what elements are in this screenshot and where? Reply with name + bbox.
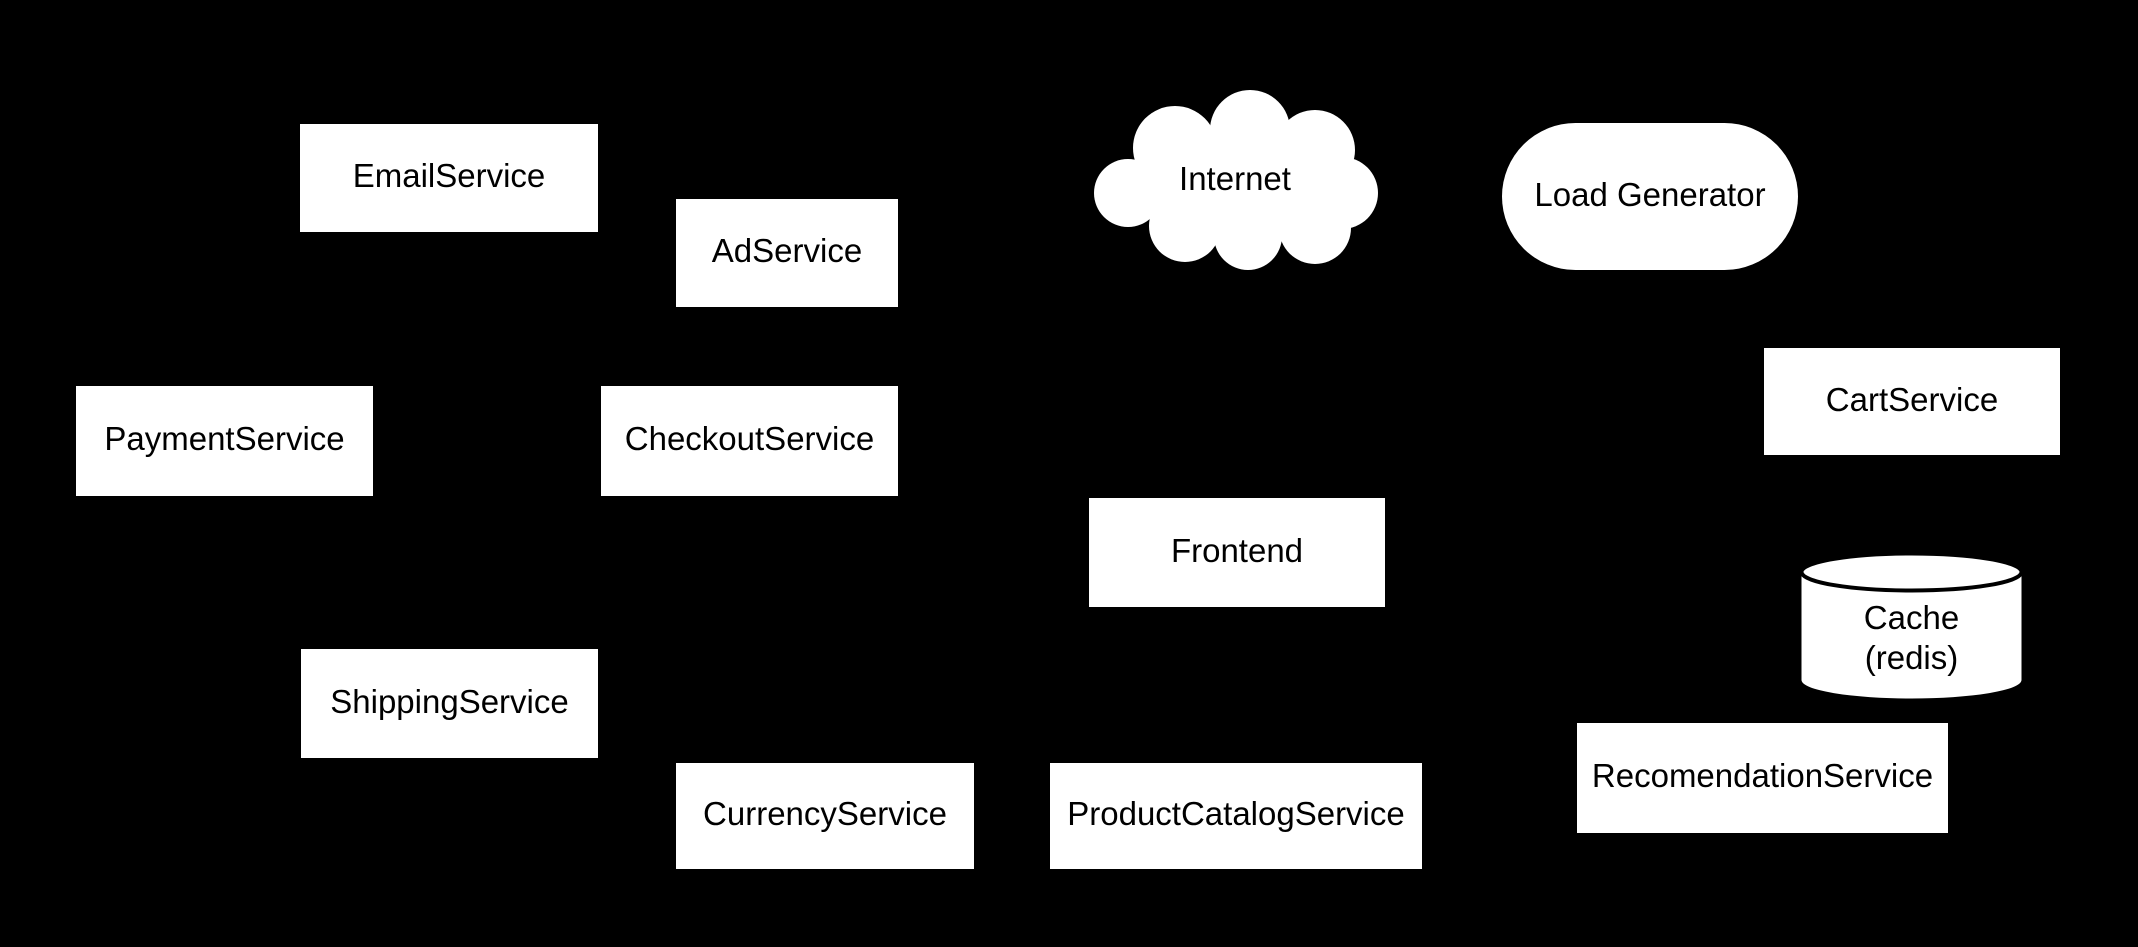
node-frontend: Frontend [1089,498,1385,607]
node-ad-service-label: AdService [711,232,863,270]
node-email-service-label: EmailService [352,157,546,195]
node-load-generator-label: Load Generator [1534,175,1766,213]
node-internet-label: Internet [1179,160,1291,197]
node-product-catalog-service: ProductCatalogService [1050,763,1422,869]
node-shipping-service: ShippingService [301,649,598,758]
node-product-catalog-service-label: ProductCatalogService [1067,795,1405,833]
cache-cylinder-shape [1800,552,2023,699]
node-cart-service: CartService [1764,348,2060,455]
node-recomendation-service-label: RecomendationService [1591,757,1934,795]
node-currency-service-label: CurrencyService [703,795,947,833]
node-checkout-service: CheckoutService [601,386,898,496]
node-shipping-service-label: ShippingService [330,682,569,720]
node-recomendation-service: RecomendationService [1577,723,1948,833]
node-payment-service-label: PaymentService [104,420,345,458]
node-cache: Cache (redis) [1800,552,2023,700]
node-cache-label-line2: (redis) [1864,639,1959,676]
node-frontend-label: Frontend [1170,531,1304,569]
node-load-generator: Load Generator [1502,123,1798,270]
internet-cloud-shape [1094,90,1378,270]
node-cache-label: Cache (redis) [1800,576,2023,700]
node-internet: Internet [1090,88,1380,270]
node-checkout-service-label: CheckoutService [624,420,875,458]
node-payment-service: PaymentService [76,386,373,496]
node-cart-service-label: CartService [1825,380,1999,418]
node-cache-label-line1: Cache [1863,599,1960,636]
node-ad-service: AdService [676,199,898,307]
node-currency-service: CurrencyService [676,763,974,869]
node-email-service: EmailService [300,124,598,232]
